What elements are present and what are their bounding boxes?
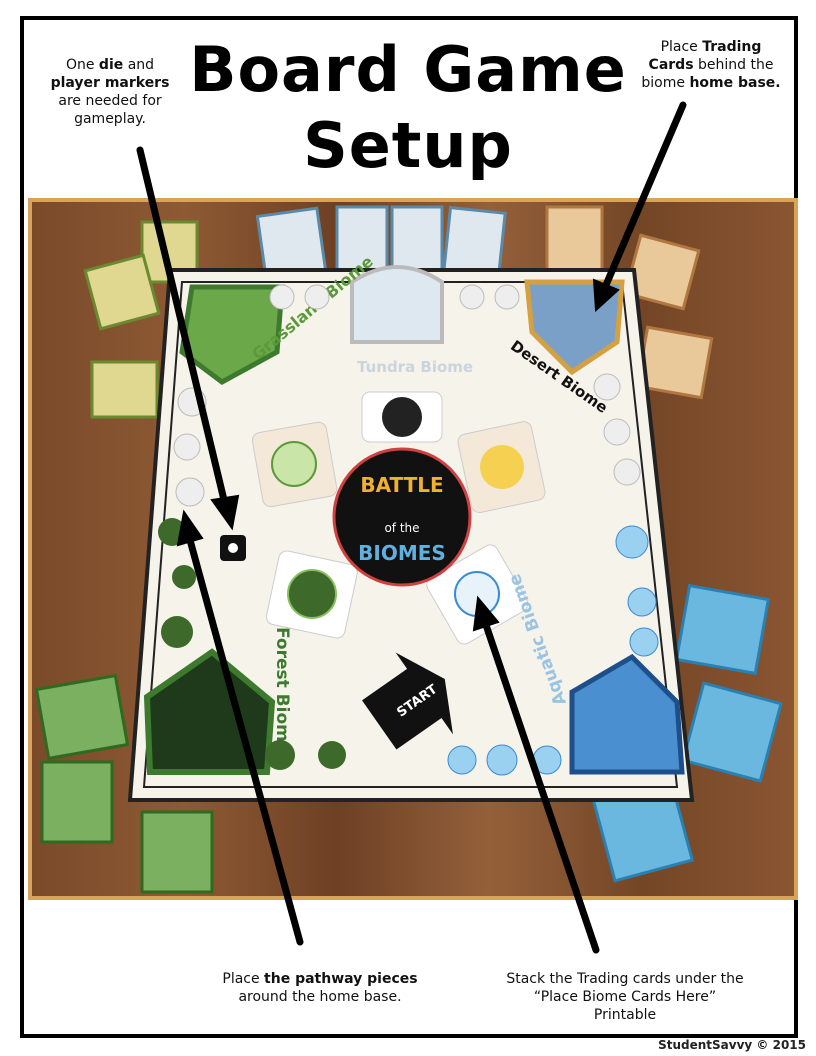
note-bold: die xyxy=(98,57,124,73)
page-title-line2: Setup xyxy=(303,109,513,182)
note-stack-cards: Stack the Trading cards under the “Place… xyxy=(506,971,744,1023)
note-text: and xyxy=(123,57,155,73)
trading-cards xyxy=(34,205,783,894)
note-bold: home base. xyxy=(689,75,781,91)
page-title-line1: Board Game xyxy=(189,33,627,106)
forest-label: Forest Biome xyxy=(272,627,292,753)
note-text: Place xyxy=(660,39,703,55)
logo-text: BIOMES xyxy=(358,541,446,565)
start-arrow xyxy=(362,652,453,750)
board-illustration: BATTLE of the BIOMES Grassland Biome Tun… xyxy=(34,205,783,894)
note-pathway: Place the pathway pieces around the home… xyxy=(220,970,420,1006)
note-text: One xyxy=(65,57,99,73)
note-bold: Trading Cards xyxy=(648,39,762,73)
note-trading-cards: Place Trading Cards behind the biome hom… xyxy=(636,38,786,92)
note-bold: player markers xyxy=(50,75,170,91)
logo-text: of the xyxy=(384,521,419,535)
note-dice: One die and player markers are needed fo… xyxy=(40,56,180,128)
copyright-credit: StudentSavvy © 2015 xyxy=(658,1038,806,1052)
note-bold: the pathway pieces xyxy=(264,971,418,987)
board-game-photo: BATTLE of the BIOMES Grassland Biome Tun… xyxy=(28,198,798,900)
tundra-home-base xyxy=(350,265,444,344)
note-text: behind the biome xyxy=(641,57,774,91)
note-text: Place xyxy=(222,971,265,987)
battle-of-the-biomes-logo xyxy=(332,447,472,587)
note-text: around the home base. xyxy=(238,989,402,1005)
tundra-label: Tundra Biome xyxy=(357,358,473,376)
logo-text: BATTLE xyxy=(360,473,443,497)
note-text: are needed for gameplay. xyxy=(58,93,162,127)
